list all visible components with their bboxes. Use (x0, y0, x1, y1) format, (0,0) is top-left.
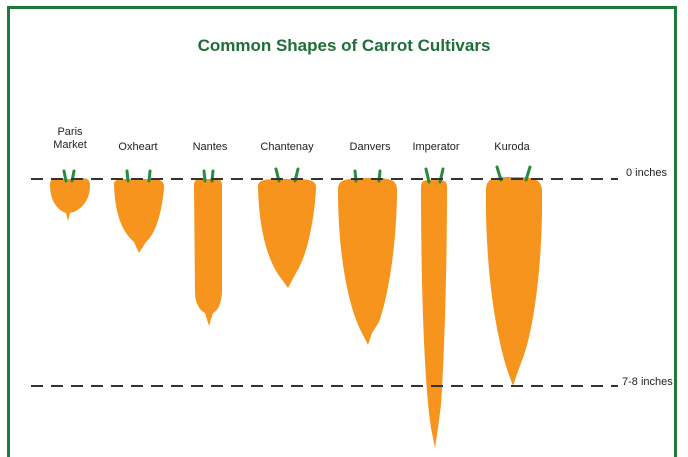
carrot-nantes (194, 179, 222, 326)
stem-nantes-left (204, 171, 205, 181)
stem-paris-market-left (64, 171, 66, 181)
carrot-imperator (421, 180, 447, 448)
stem-imperator-left (426, 169, 429, 182)
carrot-oxheart (114, 179, 164, 253)
carrot-chantenay (258, 179, 316, 288)
stem-imperator-right (440, 169, 443, 182)
stem-oxheart-left (127, 171, 128, 181)
carrot-kuroda (486, 177, 542, 386)
stem-oxheart-right (149, 171, 150, 181)
carrot-paris-market (50, 178, 90, 221)
carrot-danvers (338, 178, 397, 345)
